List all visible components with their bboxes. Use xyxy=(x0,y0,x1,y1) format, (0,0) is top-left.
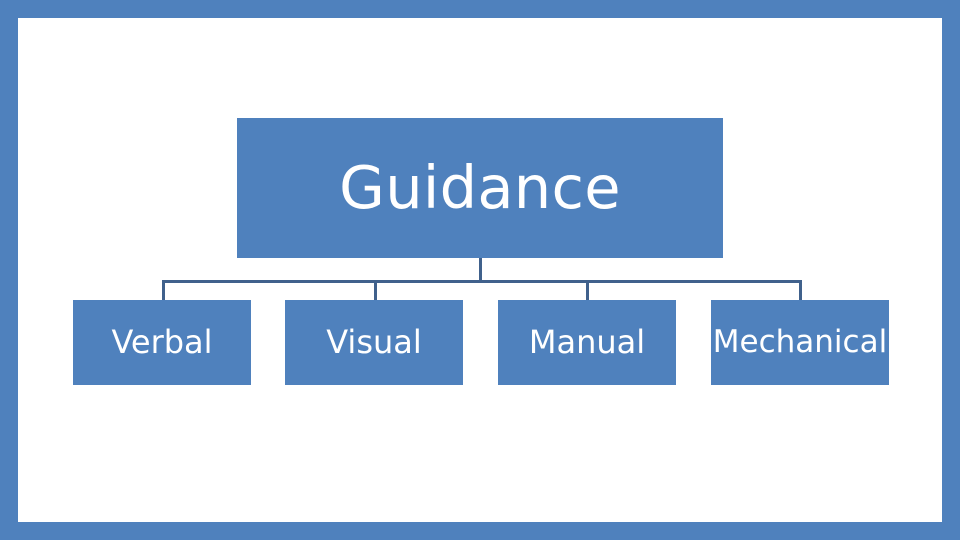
diagram-node-manual[interactable]: Manual xyxy=(498,300,676,385)
connector-drop-visual xyxy=(374,281,377,301)
diagram-node-root[interactable]: Guidance xyxy=(237,118,723,258)
connector-drop-verbal xyxy=(162,281,165,301)
diagram-node-visual-label: Visual xyxy=(326,322,422,361)
diagram-node-verbal-label: Verbal xyxy=(111,322,213,361)
diagram-node-visual[interactable]: Visual xyxy=(285,300,463,385)
diagram-node-verbal[interactable]: Verbal xyxy=(73,300,251,385)
diagram-node-manual-label: Manual xyxy=(528,322,646,361)
diagram-node-mechanical[interactable]: Mechanical xyxy=(711,300,889,385)
connector-root-stem xyxy=(479,258,482,281)
connector-horizontal-bus xyxy=(162,280,802,283)
diagram-node-root-label: Guidance xyxy=(339,153,621,223)
diagram-node-mechanical-label: Mechanical xyxy=(712,324,888,361)
connector-drop-mechanical xyxy=(799,281,802,301)
connector-drop-manual xyxy=(586,281,589,301)
